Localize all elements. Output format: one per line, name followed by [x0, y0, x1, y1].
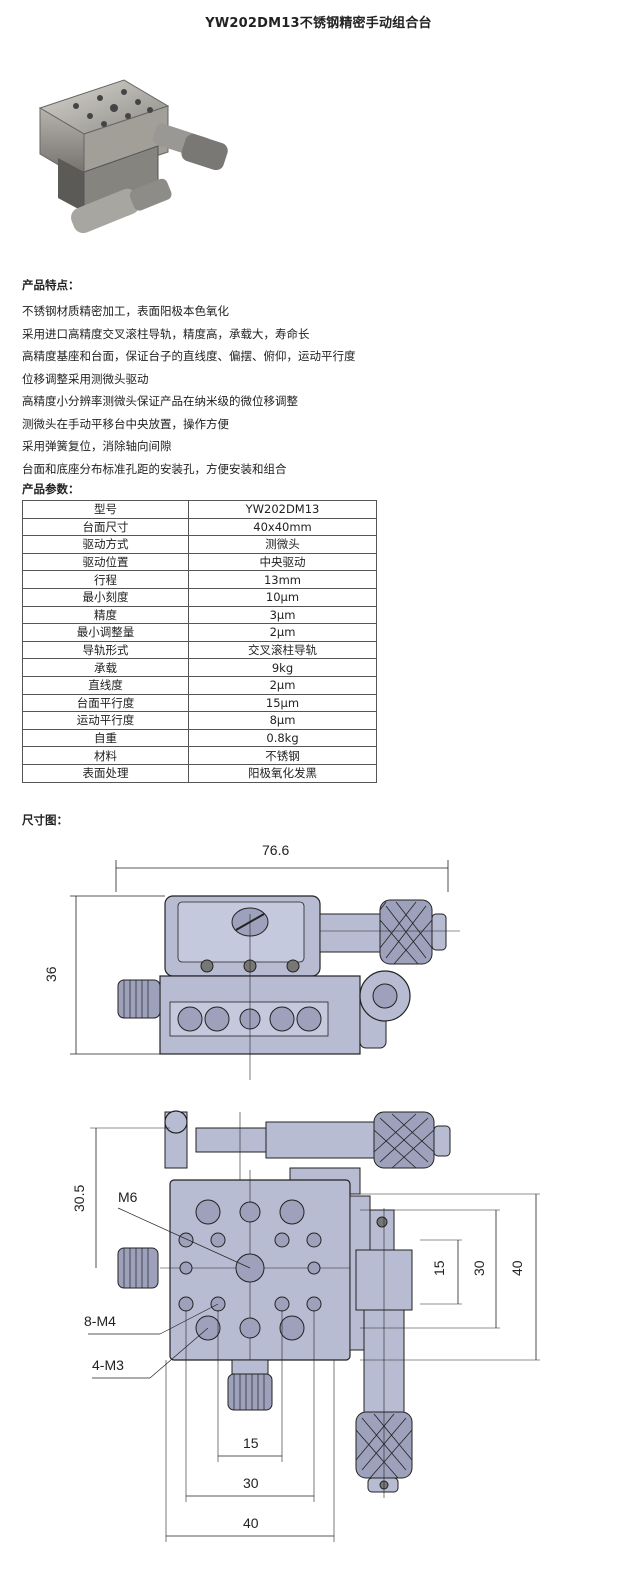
param-key: 最小刻度 [22, 587, 189, 607]
page-title: YW202DM13不锈钢精密手动组合台 [205, 16, 432, 31]
param-value: 10μm [188, 587, 377, 607]
features-title: 产品特点： [22, 278, 80, 292]
param-key: 表面处理 [22, 763, 189, 783]
feature-item: 高精度小分辨率测微头保证产品在纳米级的微位移调整 [22, 394, 298, 408]
table-row: 材料不锈钢 [22, 746, 377, 765]
param-value: 8μm [188, 711, 377, 730]
param-key: 最小调整量 [22, 623, 189, 642]
param-value: 2μm [188, 675, 377, 695]
dim-40-horizontal: 40 [243, 1515, 259, 1531]
table-row: 表面处理阳极氧化发黑 [22, 763, 377, 783]
table-row: 驱动方式测微头 [22, 535, 377, 554]
product-photo [38, 79, 228, 234]
feature-item: 测微头在手动平移台中央放置，操作方便 [22, 416, 229, 431]
param-value: 15μm [188, 693, 377, 713]
feature-item: 位移调整采用测微头驱动 [22, 371, 149, 386]
dim-height-305: 30.5 [71, 1185, 87, 1212]
param-key: 导轨形式 [22, 640, 189, 660]
param-value: 13mm [188, 570, 377, 589]
param-key: 台面平行度 [22, 693, 189, 713]
param-value: 交叉滚柱导轨 [188, 640, 377, 660]
param-value: 不锈钢 [188, 746, 377, 765]
param-value: 测微头 [188, 535, 377, 554]
param-value: 阳极氧化发黑 [188, 763, 377, 783]
side-view: 76.6 36 [43, 842, 460, 1080]
param-value: 9kg [188, 658, 377, 677]
param-key: 驱动方式 [22, 535, 189, 554]
param-key: 材料 [22, 746, 189, 765]
param-key: 型号 [22, 500, 189, 519]
label-m6: M6 [118, 1189, 138, 1205]
feature-item: 采用弹簧复位，消除轴向间隙 [22, 439, 172, 453]
table-row: 驱动位置中央驱动 [22, 552, 377, 572]
label-4-m3: 4-M3 [92, 1357, 124, 1373]
param-key: 驱动位置 [22, 552, 189, 572]
param-value: YW202DM13 [188, 500, 377, 519]
params-title: 产品参数： [22, 482, 80, 496]
param-value: 2μm [188, 623, 377, 642]
features-list: 不锈钢材质精密加工，表面阳极本色氧化 采用进口高精度交叉滚柱导轨，精度高，承载大… [22, 300, 356, 480]
dim-30-horizontal: 30 [243, 1475, 259, 1491]
param-key: 精度 [22, 605, 189, 625]
feature-item: 高精度基座和台面，保证台子的直线度、偏摆、俯仰，运动平行度 [22, 349, 356, 363]
dim-15-horizontal: 15 [243, 1435, 259, 1451]
dim-height-side: 36 [43, 966, 59, 982]
param-key: 承载 [22, 658, 189, 677]
param-value: 3μm [188, 605, 377, 625]
feature-item: 台面和底座分布标准孔距的安装孔，方便安装和组合 [22, 461, 287, 476]
dim-15-vertical: 15 [431, 1260, 447, 1276]
param-key: 台面尺寸 [22, 517, 189, 537]
param-value: 0.8kg [188, 728, 377, 748]
param-key: 直线度 [22, 675, 189, 695]
dim-30-vertical: 30 [471, 1260, 487, 1276]
param-key: 运动平行度 [22, 711, 189, 730]
dim-width-top: 76.6 [262, 842, 289, 858]
param-value: 中央驱动 [188, 552, 377, 572]
dimension-drawing: 76.6 36 [43, 842, 540, 1542]
front-view: 30.5 15 30 40 M6 8-M4 4-M3 15 30 4 [71, 1110, 540, 1542]
dim-40-vertical: 40 [509, 1260, 525, 1276]
table-row: 导轨形式交叉滚柱导轨 [22, 640, 377, 660]
feature-item: 采用进口高精度交叉滚柱导轨，精度高，承载大，寿命长 [22, 326, 310, 341]
dimensions-title: 尺寸图： [22, 813, 68, 827]
param-value: 40x40mm [188, 517, 377, 537]
feature-item: 不锈钢材质精密加工，表面阳极本色氧化 [22, 304, 229, 318]
label-8-m4: 8-M4 [84, 1313, 116, 1329]
param-key: 自重 [22, 728, 189, 748]
param-key: 行程 [22, 570, 189, 589]
